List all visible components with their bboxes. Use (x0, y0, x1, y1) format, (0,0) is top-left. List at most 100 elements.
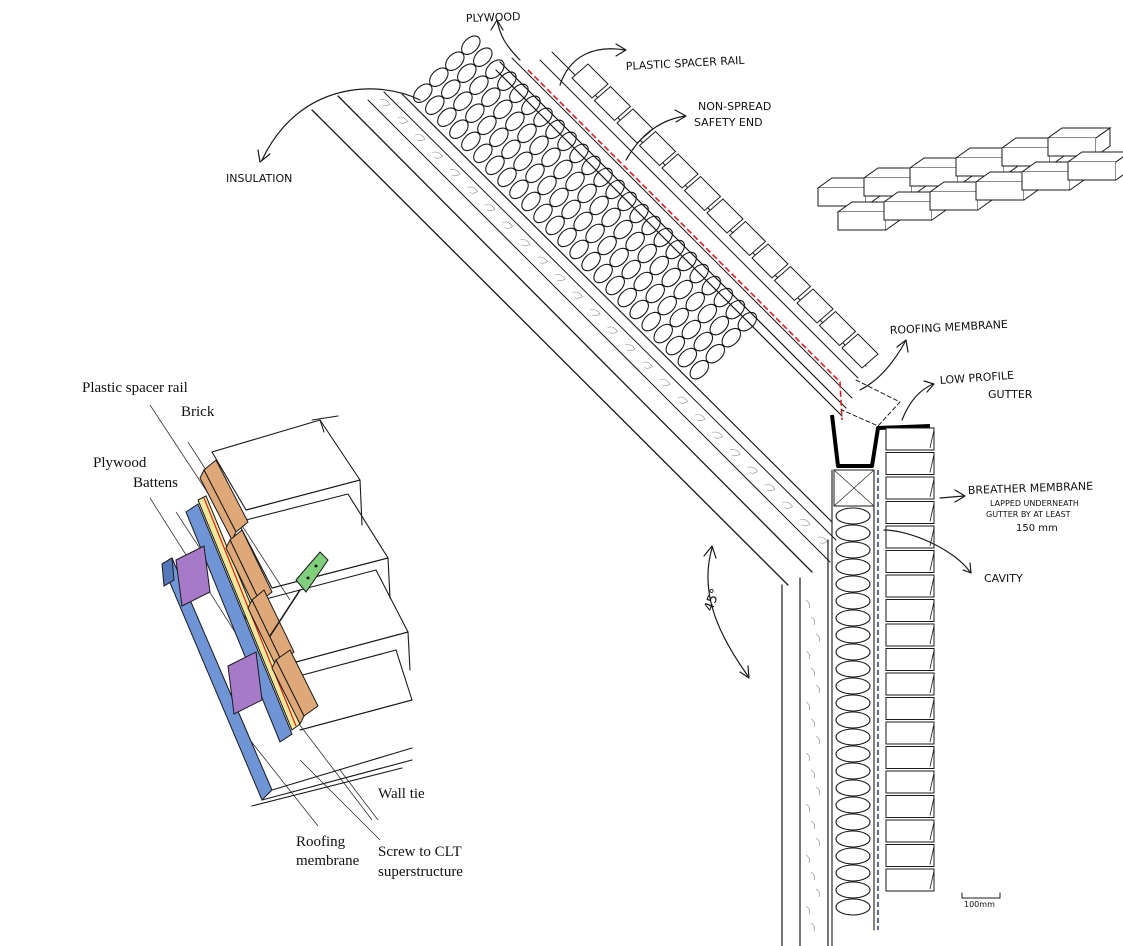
label-roofing-membrane: ROOFING MEMBRANE (889, 318, 1008, 337)
label-plastic-spacer-rail: PLASTIC SPACER RAIL (625, 54, 745, 73)
insulation-loop (533, 203, 553, 224)
wood-grain-mark (815, 888, 820, 898)
insulation-loop (835, 626, 871, 644)
insulation-loop (693, 331, 714, 352)
roof-brick (841, 333, 879, 369)
label-cavity: CAVITY (984, 572, 1023, 585)
insulation-loop (835, 762, 871, 780)
wall-brick-edge (929, 772, 935, 792)
insulation-loop (569, 239, 589, 260)
insulation-loop (681, 319, 702, 340)
insulation-loop (713, 287, 734, 308)
sketch-brick-face (975, 182, 1025, 201)
insulation-loop (835, 660, 871, 678)
wall-brick-edge (929, 576, 935, 596)
wall-brick (885, 770, 935, 794)
roof-membrane-red (527, 69, 843, 421)
insulation-loop (701, 275, 721, 296)
insulation-loop (617, 191, 637, 212)
insulation-loop (835, 507, 871, 525)
insulation-loop (641, 215, 661, 236)
axo-label-membrane: membrane (296, 853, 360, 869)
insulation-loop (497, 71, 517, 91)
wall-brick (885, 648, 935, 671)
insulation-loop (601, 207, 621, 228)
insulation-loop (629, 203, 649, 224)
wood-grain-mark (810, 820, 815, 830)
insulation-loop (461, 35, 481, 55)
insulation-loop (513, 151, 533, 172)
wood-grain-mark (810, 718, 815, 728)
insulation-loop (441, 79, 461, 99)
insulation-loop (429, 67, 449, 87)
wood-grain-mark (677, 396, 688, 404)
insulation-loop (577, 183, 597, 204)
wall-brick (885, 697, 935, 720)
insulation-loop (725, 299, 746, 320)
label-angle: 45° (702, 587, 724, 614)
wood-grain-mark (805, 752, 810, 762)
insulation-loop (665, 239, 685, 260)
wood-grain-mark (624, 344, 636, 352)
label-breather-150: 150 mm (1016, 523, 1058, 534)
insulation-loop (593, 167, 613, 188)
insulation-loop (461, 131, 481, 152)
wall-brick (885, 623, 935, 647)
wall-brick-edge (929, 601, 935, 620)
insulation-loop (835, 694, 871, 712)
roof-brick (728, 220, 767, 257)
wall-brick (885, 819, 935, 843)
axo-label-plywood: Plywood (93, 455, 147, 471)
wall-brick (885, 795, 935, 818)
wall-brick (885, 721, 935, 745)
axo-label-battens: Battens (133, 475, 178, 491)
insulation-loop (529, 135, 549, 156)
axo-wall-tie-shaft (269, 589, 301, 637)
sketch-brick-face (883, 202, 933, 221)
wall-brick-edge (929, 699, 935, 718)
insulation-loop (437, 107, 457, 127)
insulation-loop (517, 123, 537, 144)
insulation-loop (613, 219, 633, 240)
insulation-loop (835, 813, 871, 831)
insulation-loop (665, 335, 686, 356)
wall-brick (885, 550, 935, 573)
roof-brick (661, 153, 699, 189)
wood-grain-mark (805, 650, 810, 660)
insulation-loop (835, 898, 871, 916)
wood-grain-mark (810, 769, 815, 779)
insulation-loop (835, 575, 871, 593)
wood-grain-mark (572, 291, 583, 299)
insulation-loop (569, 143, 589, 164)
insulation-loop (629, 299, 649, 320)
wood-grain-mark (815, 735, 820, 745)
insulation-loop (669, 307, 689, 328)
insulation-loop (661, 267, 681, 288)
wall-brick-edge (929, 503, 935, 522)
wall-brick-edge (929, 478, 935, 498)
label-safety-end: SAFETY END (694, 116, 763, 129)
insulation-loop (485, 155, 505, 176)
wall-brick-edge (929, 821, 935, 841)
insulation-loop (625, 231, 645, 252)
leader-arrows (257, 19, 972, 679)
wood-grain-mark (782, 501, 793, 509)
label-plywood: PLYWOOD (466, 10, 521, 25)
wood-grain-mark (815, 786, 820, 796)
insulation-loop (561, 199, 581, 220)
wall-brick-courses (885, 427, 935, 892)
wood-grain-mark (432, 151, 443, 159)
roof-brick (751, 243, 789, 279)
wall-brick (885, 427, 935, 451)
wood-grain-mark (815, 633, 820, 643)
insulation-loop (545, 215, 565, 236)
roof-brick (638, 130, 677, 167)
insulation-loop (645, 283, 665, 304)
wood-grain-mark (810, 922, 815, 932)
insulation-loop (493, 99, 513, 120)
insulation-loop (835, 609, 871, 627)
wood-grain-mark (449, 169, 461, 177)
wood-grain-mark (712, 431, 723, 439)
insulation-loop (657, 295, 677, 316)
